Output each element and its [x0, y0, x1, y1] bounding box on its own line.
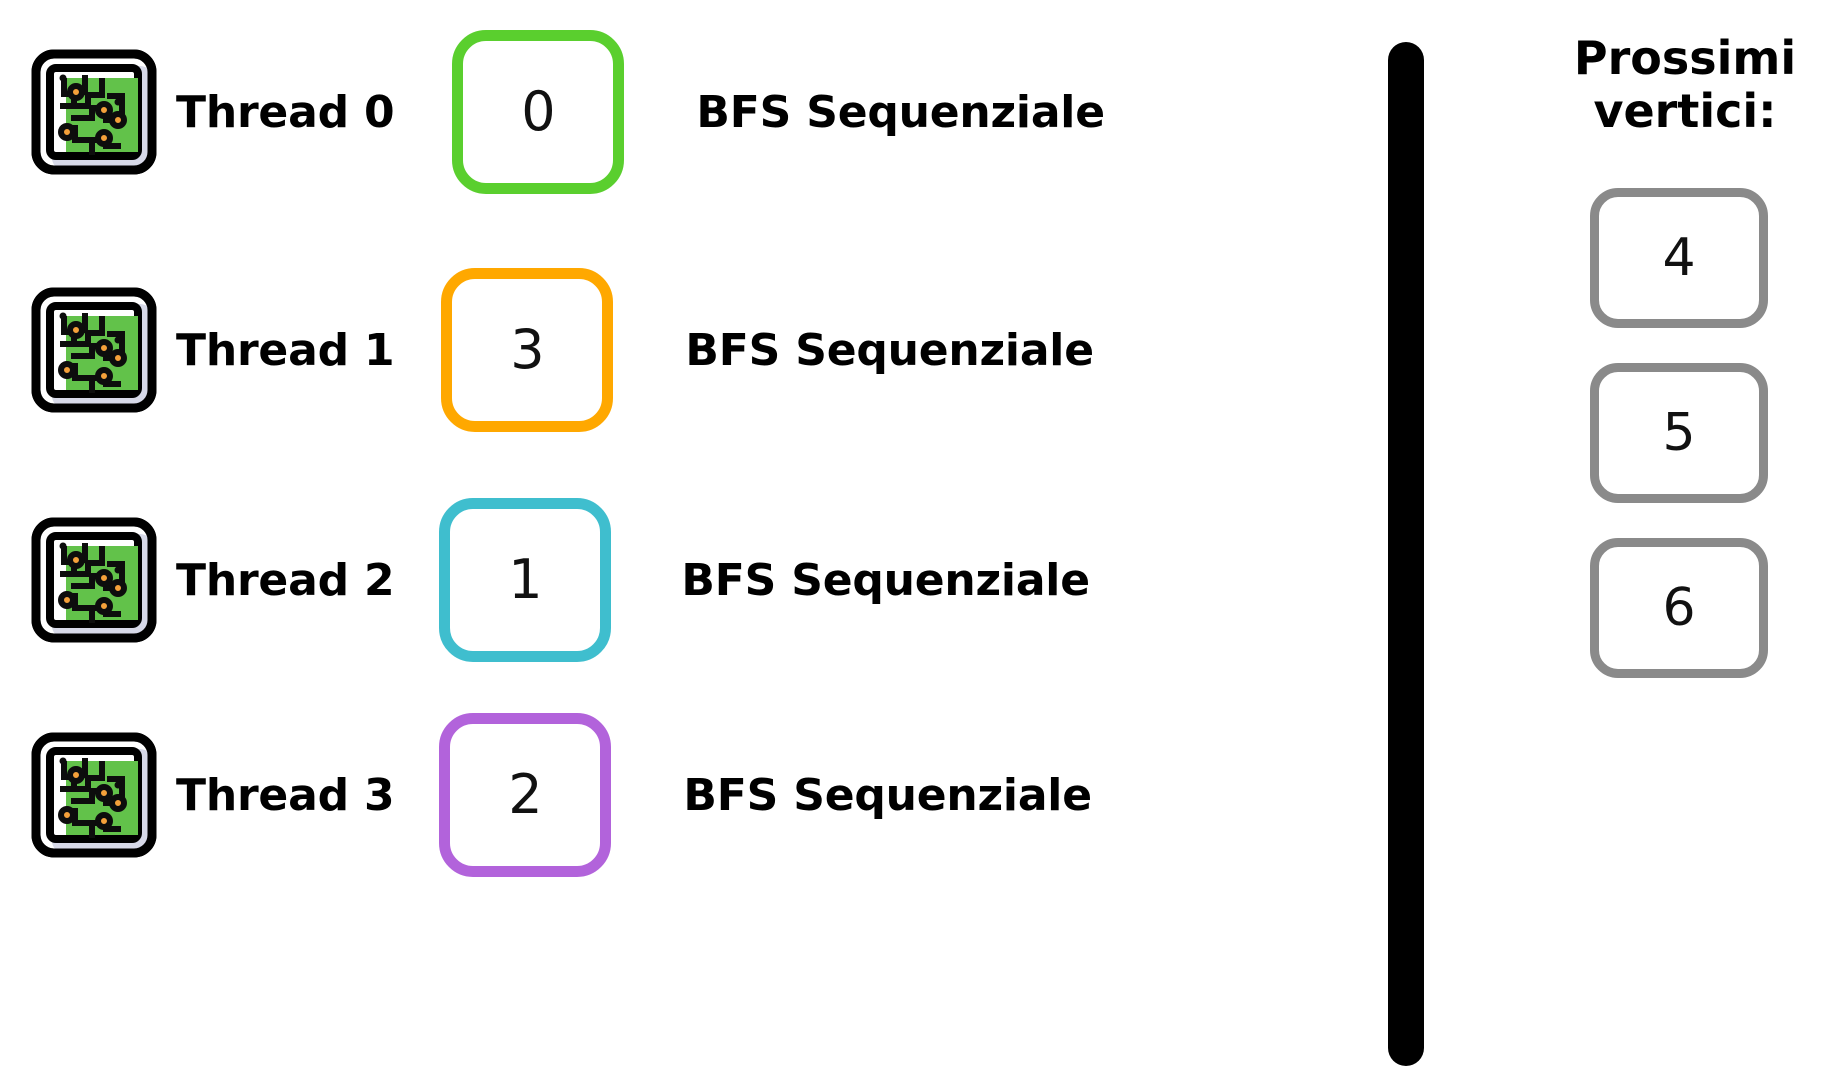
cpu-chip-icon	[31, 732, 157, 858]
vertex-value: 1	[508, 548, 543, 611]
thread-label: Thread 3	[176, 769, 395, 821]
thread-task-label: BFS Sequenziale	[696, 86, 1105, 138]
queue-item[interactable]: 4	[1590, 188, 1768, 328]
thread-row: Thread 3 2 BFS Sequenziale	[0, 705, 1092, 885]
vertex-value: 0	[521, 80, 556, 143]
cpu-chip-icon	[31, 287, 157, 413]
thread-row: Thread 0 0 BFS Sequenziale	[0, 22, 1105, 202]
queue-item[interactable]: 5	[1590, 363, 1768, 503]
thread-vertex-box[interactable]: 0	[452, 30, 625, 194]
thread-row: Thread 2 1 BFS Sequenziale	[0, 490, 1090, 670]
thread-vertex-box[interactable]: 1	[439, 498, 612, 662]
next-vertices-title: Prossimi vertici:	[1560, 32, 1810, 138]
vertex-wrap: 0	[452, 30, 625, 194]
thread-label: Thread 2	[176, 554, 395, 606]
queue-item-value: 4	[1662, 228, 1696, 288]
vertex-value: 2	[508, 763, 543, 826]
cpu-chip-icon	[31, 49, 157, 175]
threads-panel: Thread 0 0 BFS Sequenziale	[0, 22, 1105, 885]
next-vertices-title-line2: vertici:	[1593, 83, 1777, 138]
vertex-wrap: 2	[439, 713, 612, 877]
next-vertices-panel: Prossimi vertici: 4 5 6	[1560, 0, 1843, 1087]
thread-task-label: BFS Sequenziale	[681, 554, 1090, 606]
vertex-wrap: 3	[441, 268, 614, 432]
queue-item[interactable]: 6	[1590, 538, 1768, 678]
thread-row: Thread 1 3 BFS Sequenziale	[0, 260, 1094, 440]
vertical-separator-bar	[1388, 42, 1424, 1066]
thread-task-label: BFS Sequenziale	[683, 769, 1092, 821]
queue-item-value: 6	[1662, 578, 1696, 638]
vertex-wrap: 1	[439, 498, 612, 662]
thread-label: Thread 0	[176, 86, 395, 138]
cpu-chip-icon	[31, 517, 157, 643]
thread-label: Thread 1	[176, 324, 395, 376]
thread-vertex-box[interactable]: 3	[441, 268, 614, 432]
next-vertices-title-line1: Prossimi	[1573, 31, 1797, 85]
queue-item-value: 5	[1662, 403, 1696, 463]
thread-task-label: BFS Sequenziale	[685, 324, 1094, 376]
vertex-value: 3	[510, 318, 545, 381]
thread-vertex-box[interactable]: 2	[439, 713, 612, 877]
